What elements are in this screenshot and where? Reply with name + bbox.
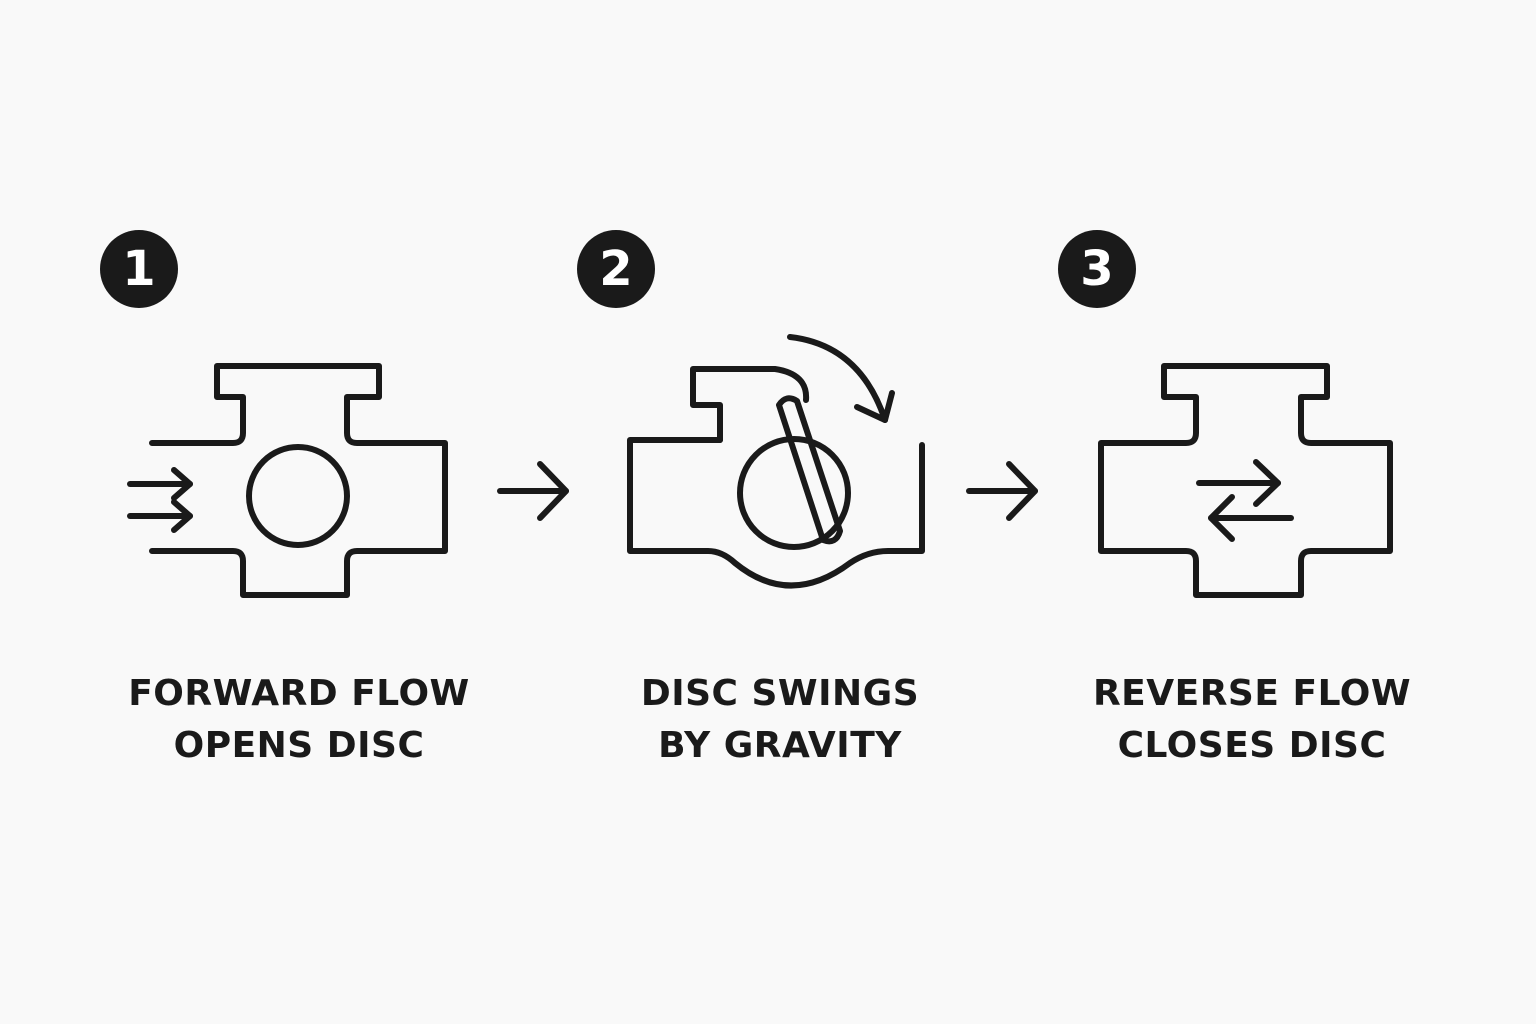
valve-disc-icon [737,436,851,550]
valve-disc-icon [246,444,350,548]
step-2-number-badge: 2 [577,230,655,308]
step-arrow-icon [966,461,1038,521]
step-1-number-badge: 1 [100,230,178,308]
valve-forward-flow-icon [127,363,448,598]
step-arrow-icon [497,461,569,521]
step-1-caption-line-1: FORWARD FLOW [128,673,470,714]
swing-direction-arrow-icon [787,334,895,423]
step-2-caption-line-2: BY GRAVITY [658,725,902,766]
step-3-caption-line-1: REVERSE FLOW [1092,673,1412,714]
step-3-number-badge: 3 [1058,230,1136,308]
step-2-caption: DISC SWINGS BY GRAVITY [570,668,990,772]
step-1-caption-line-2: OPENS DISC [173,725,425,766]
flow-arrows-icon [127,467,193,533]
step-3-caption-line-2: CLOSES DISC [1117,725,1387,766]
step-3-caption: REVERSE FLOW CLOSES DISC [1042,668,1462,772]
valve-reverse-flow-icon [1098,363,1393,598]
bidirectional-arrows-icon [1196,459,1294,542]
swinging-disc-icon [776,395,843,545]
valve-disc-swinging-icon [627,334,925,589]
step-1-caption: FORWARD FLOW OPENS DISC [89,668,509,772]
step-2-caption-line-1: DISC SWINGS [640,673,920,714]
